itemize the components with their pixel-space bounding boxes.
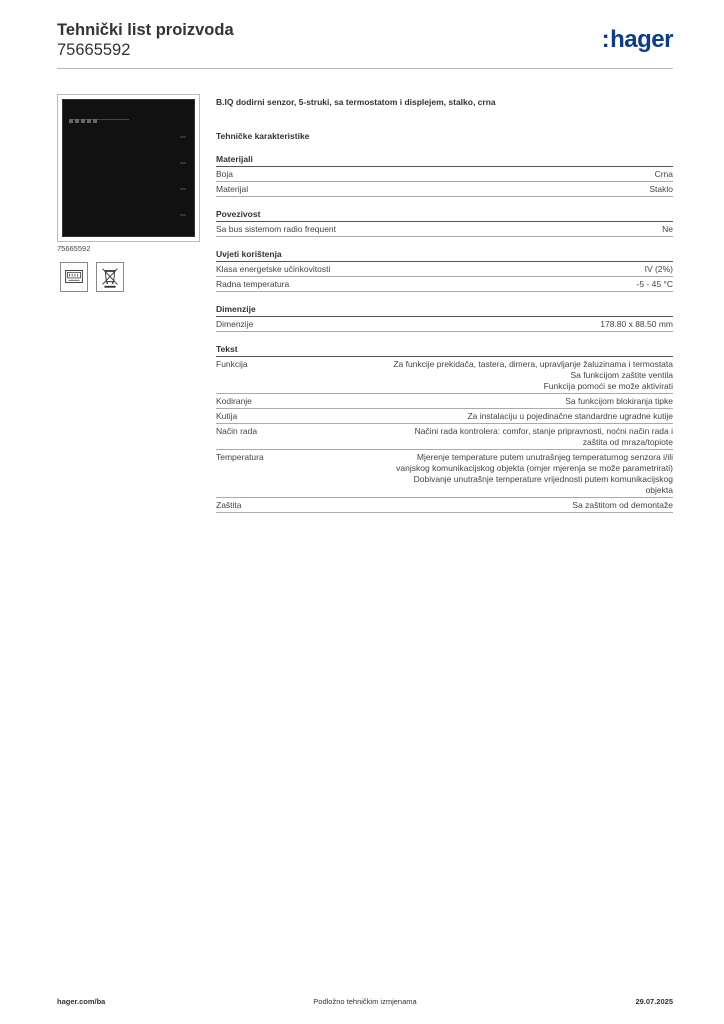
spec-label: Kodiranje [216, 396, 252, 406]
product-display [69, 110, 129, 123]
spec-content: B.IQ dodirni senzor, 5-struki, sa termos… [216, 96, 673, 513]
spec-value-line: Funkcija pomoći se može aktivirati [543, 381, 673, 391]
doc-number: 75665592 [57, 41, 131, 59]
spec-value-line: Crna [654, 169, 673, 179]
spec-value: Za instalaciju u pojedinačne standardne … [247, 411, 673, 422]
spec-value-line: IV (2%) [644, 264, 673, 274]
spec-value-line: Sa zaštitom od demontaže [572, 500, 673, 510]
spec-value: 178.80 x 88.50 mm [263, 319, 673, 330]
spec-row: Klasa energetske učinkovitosti IV (2%) [216, 262, 673, 277]
spec-value-line: Za instalaciju u pojedinačne standardne … [467, 411, 673, 421]
energy-class-icon [60, 262, 88, 292]
spec-value: Crna [243, 169, 673, 180]
spec-row: Funkcija Za funkcije prekidača, tastera, … [216, 357, 673, 394]
header-divider [57, 68, 673, 69]
spec-value-line: Načini rada kontrolera: comfor, stanje p… [414, 426, 673, 436]
spec-label: Klasa energetske učinkovitosti [216, 264, 331, 274]
footer-website: hager.com/ba [57, 997, 106, 1006]
spec-label: Temperatura [216, 452, 264, 462]
spec-row: Kutija Za instalaciju u pojedinačne stand… [216, 409, 673, 424]
spec-value-line: Za funkcije prekidača, tastera, dimera, … [393, 359, 673, 369]
spec-value-line: Sa funkcijom blokiranja tipke [565, 396, 673, 406]
weee-bin-icon [96, 262, 124, 292]
logo-text: hager [610, 26, 673, 53]
spec-row: Način rada Načini rada kontrolera: comfor… [216, 424, 673, 450]
spec-value: Sa zaštitom od demontaže [252, 500, 673, 511]
page-header: Tehnički list proizvoda 75665592 :hager [57, 20, 673, 70]
spec-row: Materijal Staklo [216, 182, 673, 197]
spec-value-line: zaštita od mraza/topiote [582, 437, 673, 447]
spec-value-line: 178.80 x 88.50 mm [600, 319, 673, 329]
spec-value: Staklo [258, 184, 673, 195]
spec-value: Za funkcije prekidača, tastera, dimera, … [258, 359, 673, 392]
spec-value-line: objekta [645, 485, 673, 495]
spec-row: Zaštita Sa zaštitom od demontaže [216, 498, 673, 513]
tech-heading: Tehničke karakteristike [216, 131, 310, 141]
spec-label: Boja [216, 169, 234, 179]
spec-label: Kutija [216, 411, 238, 421]
footer-date: 29.07.2025 [635, 997, 673, 1006]
spec-value: Sa funkcijom blokiranja tipke [262, 396, 673, 407]
spec-label: Sa bus sistemom radio frequent [216, 224, 337, 234]
spec-value: -5 - 45 °C [299, 279, 673, 290]
spec-row: Dimenzije 178.80 x 88.50 mm [216, 317, 673, 332]
spec-label: Radna temperatura [216, 279, 290, 289]
spec-row: Radna temperatura -5 - 45 °C [216, 277, 673, 292]
spec-value-line: -5 - 45 °C [636, 279, 673, 289]
spec-value-line: Staklo [649, 184, 673, 194]
spec-row: Sa bus sistemom radio frequent Ne [216, 222, 673, 237]
product-image [57, 94, 200, 242]
spec-value-line: Dobivanje unutrašnje temperature vrijedn… [413, 474, 673, 484]
spec-label: Način rada [216, 426, 258, 436]
spec-row: Kodiranje Sa funkcijom blokiranja tipke [216, 394, 673, 409]
spec-value-line: Mjerenje temperature putem unutrašnjeg t… [416, 452, 673, 462]
section-title: Dimenzije [216, 302, 673, 317]
product-description: B.IQ dodirni senzor, 5-struki, sa termos… [216, 97, 496, 107]
spec-value-line: vanjskog komunikacijskog objekta (omjer … [396, 463, 673, 473]
spec-label: Materijal [216, 184, 249, 194]
doc-title: Tehnički list proizvoda [57, 21, 234, 39]
section-title: Tekst [216, 342, 673, 357]
spec-value: Mjerenje temperature putem unutrašnjeg t… [274, 452, 673, 496]
section-title: Uvjeti korištenja [216, 247, 673, 262]
spec-label: Zaštita [216, 500, 242, 510]
footer-notice: Podložno tehničkim izmjenama [313, 997, 417, 1006]
spec-value-line: Sa funkcijom zaštite ventila [570, 370, 673, 380]
spec-value: Načini rada kontrolera: comfor, stanje p… [267, 426, 673, 448]
spec-value-line: Ne [662, 224, 673, 234]
hager-logo: :hager [601, 26, 674, 53]
section-title: Povezivost [216, 207, 673, 222]
spec-value: IV (2%) [340, 264, 673, 275]
section-title: Materijali [216, 152, 673, 167]
spec-row: Temperatura Mjerenje temperature putem un… [216, 450, 673, 498]
product-glass-panel [62, 99, 195, 237]
spec-row: Boja Crna [216, 167, 673, 182]
spec-label: Funkcija [216, 359, 248, 369]
spec-value: Ne [346, 224, 673, 235]
spec-label: Dimenzije [216, 319, 254, 329]
image-caption: 75665592 [57, 244, 91, 253]
